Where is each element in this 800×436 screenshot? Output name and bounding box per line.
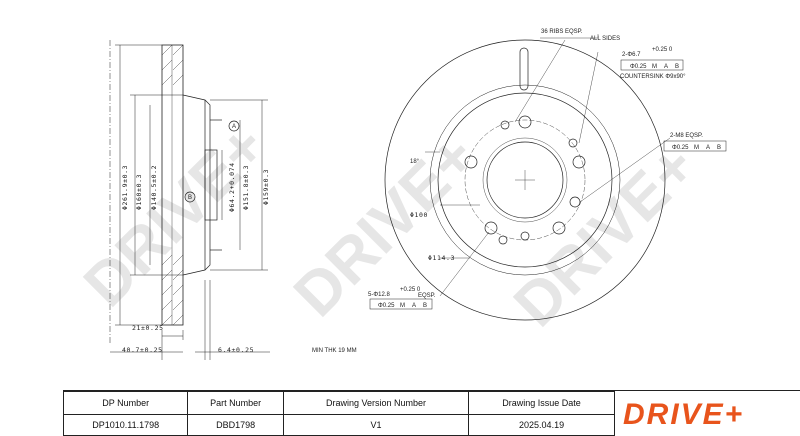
tol-frame-right xyxy=(663,140,727,152)
center-bore xyxy=(486,141,564,219)
tol-right-m: M xyxy=(694,145,699,151)
dim-159-diameter: Φ159±0.3 xyxy=(262,169,270,205)
title-block-value-row: DP1010.11.1798 DBD1798 V1 2025.04.19 xyxy=(62,414,615,436)
screw-hole xyxy=(520,231,530,241)
disc-outer-edge xyxy=(384,39,666,321)
title-block: DP Number Part Number Drawing Version Nu… xyxy=(62,390,800,436)
hole-top-tol: +0.25 0 xyxy=(652,47,673,53)
technical-drawing: DRIVE+ DRIVE+ DRIVE+ xyxy=(71,29,727,360)
tol-right-value: Φ0.25 xyxy=(672,145,689,151)
tol-bolt-m: M xyxy=(400,303,405,309)
drawing-canvas: DRIVE+ DRIVE+ DRIVE+ xyxy=(71,29,727,360)
header-part-number: Part Number xyxy=(187,391,284,415)
tol-frame-top xyxy=(620,59,684,71)
bolt-holes-tol: +0.25 0 xyxy=(400,287,421,293)
bolt-hole xyxy=(552,221,566,235)
friction-ring xyxy=(161,44,184,326)
bolt-hole xyxy=(484,221,498,235)
tolerance-frames xyxy=(369,59,727,310)
datum-a-bubble xyxy=(228,120,240,132)
disc-inner-edge xyxy=(429,84,621,276)
dim-151-diameter: Φ151.8±0.3 xyxy=(242,165,250,210)
bolt-holes-note: 5-Φ12.8 xyxy=(368,292,390,298)
value-part-number: DBD1798 xyxy=(187,414,284,436)
thread-hole xyxy=(569,196,581,208)
angle-note: 18° xyxy=(410,159,420,165)
dim-pcd-100: Φ100 xyxy=(410,211,428,219)
section-view xyxy=(109,40,270,360)
value-dp-number: DP1010.11.1798 xyxy=(62,414,189,436)
hat-outer xyxy=(437,92,613,268)
dim-hat-thickness: 6.4±0.25 xyxy=(218,346,254,354)
tol-bolt-value: Φ0.25 xyxy=(378,303,395,309)
drive-logo-text: DRIVE+ xyxy=(623,398,744,431)
header-version: Drawing Version Number xyxy=(282,391,470,415)
dim-140-diameter: Φ140.5±0.2 xyxy=(150,165,158,210)
tol-frame-bolt xyxy=(369,298,433,310)
bolt-hole xyxy=(572,155,586,169)
hub-bore xyxy=(204,149,218,221)
min-thickness-note: MIN THK 19 MM xyxy=(312,348,357,354)
tol-top-b: B xyxy=(675,64,679,70)
screw-hole xyxy=(568,138,578,148)
title-block-table: DP Number Part Number Drawing Version Nu… xyxy=(62,391,615,436)
ribs-note: 36 RIBS EQSP. xyxy=(541,29,583,35)
bolt-eqsp-note: EQSP. xyxy=(418,293,436,299)
watermark-right: DRIVE+ xyxy=(501,132,709,340)
thread-hole xyxy=(498,235,508,245)
title-block-header-row: DP Number Part Number Drawing Version Nu… xyxy=(62,391,615,415)
value-version: V1 xyxy=(282,414,470,436)
header-issue-date: Drawing Issue Date xyxy=(468,391,615,415)
hole-top-note: 2-Φ6.7 xyxy=(622,52,641,58)
bolt-hole xyxy=(518,115,532,129)
tol-right-a: A xyxy=(706,145,710,151)
section-labels: Φ261.9±0.3 Φ160±0.3 Φ140.5±0.2 Φ64.2+0.0… xyxy=(121,124,357,354)
datum-a-label: A xyxy=(232,124,236,130)
front-view xyxy=(384,34,671,321)
screw-hole xyxy=(500,120,510,130)
drive-logo: DRIVE+ xyxy=(623,398,744,431)
tol-bolt-a: A xyxy=(412,303,416,309)
dim-thickness: 21±0.25 xyxy=(132,324,164,332)
header-dp-number: DP Number xyxy=(62,391,189,415)
dim-bore-diameter: Φ64.2+0.074 xyxy=(228,162,236,212)
hub-circle xyxy=(482,137,568,223)
countersink-note: COUNTERSINK Φ9x90° xyxy=(620,74,686,80)
dim-pcd-114: Φ114.3 xyxy=(428,254,455,262)
datum-b-label: B xyxy=(188,195,192,201)
watermark-center: DRIVE+ xyxy=(281,122,489,330)
front-labels: 36 RIBS EQSP. ALL SIDES 2-Φ6.7 +0.25 0 Φ… xyxy=(368,29,721,309)
tol-right-b: B xyxy=(717,145,721,151)
datum-b-bubble xyxy=(184,191,196,203)
watermark-left: DRIVE+ xyxy=(71,112,279,320)
thread-note: 2-M8 EQSP. xyxy=(670,133,703,139)
hat-profile xyxy=(182,94,211,276)
value-issue-date: 2025.04.19 xyxy=(468,414,615,436)
vent-slot xyxy=(519,47,529,91)
tol-top-a: A xyxy=(664,64,668,70)
dim-hat-diameter: Φ160±0.3 xyxy=(135,174,143,210)
all-sides-note: ALL SIDES xyxy=(590,36,620,42)
tol-bolt-b: B xyxy=(423,303,427,309)
dim-outer-diameter: Φ261.9±0.3 xyxy=(121,165,129,210)
dim-height: 40.7±0.25 xyxy=(122,346,163,354)
bolt-hole xyxy=(464,155,478,169)
tol-top-value: Φ0.25 xyxy=(630,64,647,70)
tol-top-m: M xyxy=(652,64,657,70)
